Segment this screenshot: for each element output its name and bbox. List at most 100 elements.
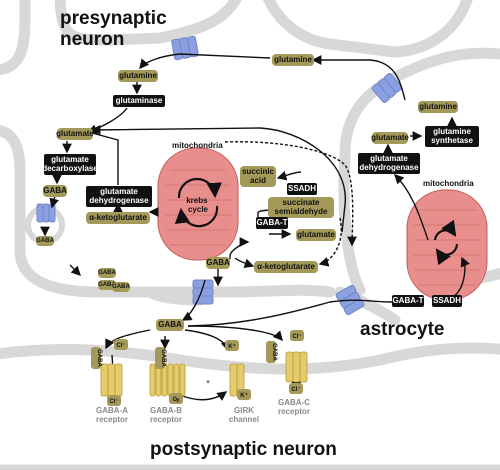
node-gaba-main: GABA xyxy=(156,319,184,331)
node-label: GABA-T xyxy=(392,296,423,305)
svg-text:K⁺: K⁺ xyxy=(228,343,236,350)
astrocyte-mitochondria-label: mitochondria xyxy=(423,179,474,188)
svg-text:Cl⁻: Cl⁻ xyxy=(292,334,301,340)
ion-gaba-on-b: GABA xyxy=(155,347,166,369)
svg-text:GABA: GABA xyxy=(271,343,277,361)
node-ssadh-pre: SSADH xyxy=(287,183,317,195)
pathway-nodes: glutamine glutamine glutaminase glutamate gl… xyxy=(36,54,479,331)
ion-k-bottom: K⁺ xyxy=(237,389,251,400)
node-label: GABA-T xyxy=(256,218,287,227)
presynaptic-label-line2: neuron xyxy=(60,29,124,50)
node-gaba-cleft-1: GABA xyxy=(98,280,116,290)
node-label: α-ketoglutarate xyxy=(89,213,147,222)
postsynaptic-membrane xyxy=(0,342,500,470)
node-label: glutaminase xyxy=(116,96,163,105)
node-gaba-pre: GABA xyxy=(43,185,67,197)
girk-channel-shape xyxy=(229,363,245,397)
presynaptic-membrane xyxy=(0,0,473,76)
svg-text:Gᵦ: Gᵦ xyxy=(173,397,181,403)
receptors xyxy=(100,351,308,397)
node-label: GABA xyxy=(36,238,54,244)
node-label: GABA xyxy=(112,284,130,290)
ions: Cl⁻ Cl⁻ K⁺ K⁺ Cl⁻ Cl⁻ Gᵦ GABA GABA GABA + xyxy=(91,330,304,406)
svg-text:Cl⁻: Cl⁻ xyxy=(109,399,118,405)
node-label: GABA xyxy=(43,186,67,195)
node-glutaminase: glutaminase xyxy=(113,95,165,107)
node-label: GABA xyxy=(98,270,116,276)
ion-gaba-on-c: GABA xyxy=(266,341,277,363)
node-gaba-t-pre: GABA-T xyxy=(256,217,288,229)
node-glutamine-top: glutamine xyxy=(272,54,314,66)
ion-k-top: K⁺ xyxy=(225,340,239,351)
node-gaba-vesicle: GABA xyxy=(36,236,54,246)
node-glutamate-pre: glutamate xyxy=(56,128,94,140)
node-label: glutamine xyxy=(274,55,312,64)
svg-text:K⁺: K⁺ xyxy=(240,392,248,399)
gaba-b-receptor-shape xyxy=(149,363,186,397)
astro-cycle-icon xyxy=(433,219,459,266)
node-label: SSADH xyxy=(288,184,316,193)
ion-cl-c-top: Cl⁻ xyxy=(290,330,304,341)
glutamine-transporter-top xyxy=(171,35,199,61)
node-label: glutamate xyxy=(297,230,335,239)
node-alpha-kg-mid: α-ketoglutarate xyxy=(254,261,318,273)
node-label: glutamine xyxy=(419,102,457,111)
svg-text:GABA: GABA xyxy=(96,349,102,367)
node-label: SSADH xyxy=(433,296,461,305)
svg-text:+: + xyxy=(206,380,210,386)
krebs-cycle-label: krebs cycle xyxy=(186,196,210,214)
neuron-mitochondrion xyxy=(157,147,239,261)
ion-plus-sign: + xyxy=(206,380,210,386)
node-ssadh-astro: SSADH xyxy=(432,295,462,307)
ion-cl-c-bottom: Cl⁻ xyxy=(289,383,303,394)
node-label: GABA xyxy=(158,320,182,329)
gaba-a-receptor-shape xyxy=(100,363,123,397)
node-gaba-cleft-2: GABA xyxy=(112,282,130,292)
node-label: glutamate xyxy=(56,129,94,138)
node-label: glutamate xyxy=(371,133,409,142)
ion-cl-a-bottom: Cl⁻ xyxy=(107,395,121,406)
krebs-cycle-icon xyxy=(174,177,222,228)
svg-text:GABA: GABA xyxy=(160,349,166,367)
neuron-mitochondria-label: mitochondria xyxy=(172,141,223,150)
astrocyte-label: astrocyte xyxy=(360,319,445,340)
ion-cl-a-top: Cl⁻ xyxy=(114,339,128,350)
glutamine-transporter-astro xyxy=(371,72,403,104)
node-gaba-mid: GABA xyxy=(206,257,230,269)
svg-text:Cl⁻: Cl⁻ xyxy=(291,387,300,393)
gaba-reuptake-transporter xyxy=(192,279,214,305)
svg-text:Cl⁻: Cl⁻ xyxy=(116,343,125,349)
astrocyte-mitochondrion xyxy=(406,189,488,301)
node-alpha-kg-pre: α-ketoglutarate xyxy=(86,212,150,224)
node-gaba-vesicle-out: GABA xyxy=(98,268,116,278)
ion-g-protein: Gᵦ xyxy=(169,393,183,404)
node-glutamine-astro: glutamine xyxy=(418,101,458,113)
node-label: GABA xyxy=(98,282,116,288)
ion-gaba-on-a: GABA xyxy=(91,347,102,369)
node-label: α-ketoglutarate xyxy=(257,262,315,271)
node-label: glutamine xyxy=(119,71,157,80)
node-glutamate-mid: glutamate xyxy=(296,229,336,241)
node-gaba-t-astro: GABA-T xyxy=(392,295,424,307)
node-glutamine-pre: glutamine xyxy=(118,70,158,82)
gaba-c-receptor-shape xyxy=(285,351,308,383)
node-glutamate-astro: glutamate xyxy=(371,132,409,144)
